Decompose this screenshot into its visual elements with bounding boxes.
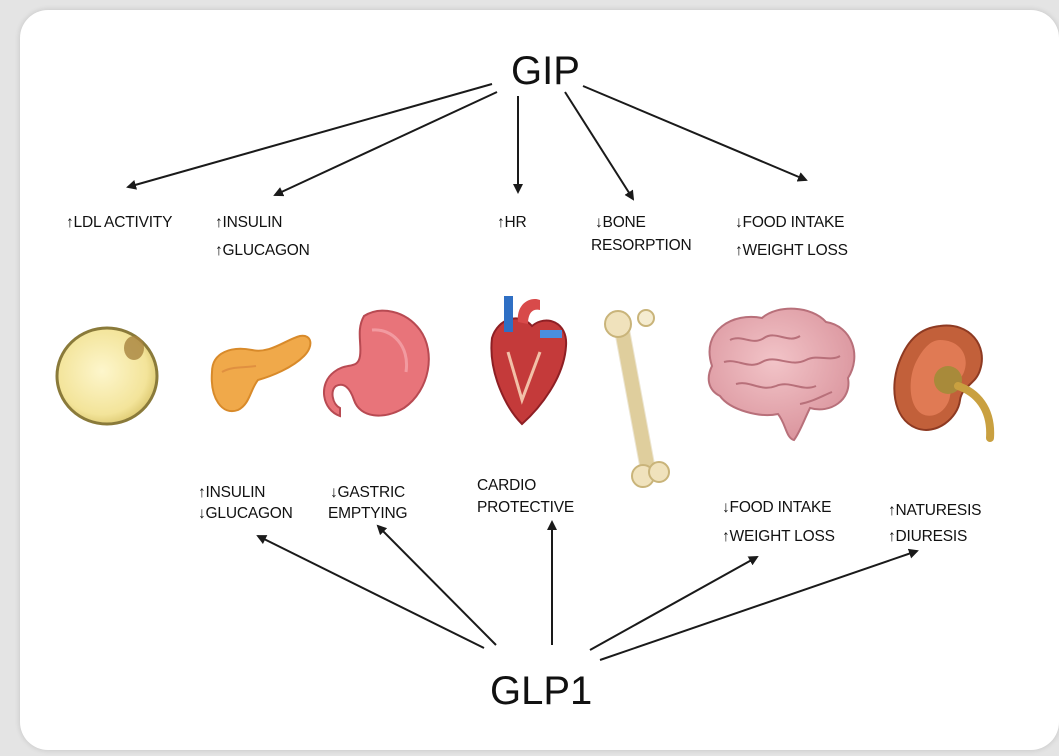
glp1-effect-food: ↓FOOD INTAKE	[722, 499, 831, 516]
gip-effect-insulin: ↑INSULIN	[215, 214, 282, 231]
gip-effect-glucagon: ↑GLUCAGON	[215, 242, 310, 259]
pancreas-icon	[212, 336, 311, 411]
gip-effect-bone-1: ↓BONE	[595, 214, 646, 231]
gip-effect-weight: ↑WEIGHT LOSS	[735, 242, 848, 259]
heart-icon	[491, 296, 566, 424]
gip-arrow-brain	[583, 86, 806, 180]
gip-effect-food: ↓FOOD INTAKE	[735, 214, 844, 231]
glp1-effect-weight: ↑WEIGHT LOSS	[722, 528, 835, 545]
glp1-effect-diuresis: ↑DIURESIS	[888, 528, 967, 545]
glp1-label: GLP1	[490, 669, 592, 713]
glp1-arrow-pancreas	[258, 536, 484, 648]
gip-label: GIP	[511, 49, 580, 93]
glp1-effect-insulin: ↑INSULIN	[198, 484, 265, 501]
gip-effect-bone-2: RESORPTION	[591, 237, 691, 254]
kidney-icon	[894, 326, 990, 438]
bone-icon	[605, 310, 669, 487]
stomach-icon	[324, 311, 429, 416]
gip-arrow-pancreas	[275, 92, 497, 195]
glp1-arrow-kidney	[600, 551, 917, 660]
gip-effect-ldl: ↑LDL ACTIVITY	[66, 214, 172, 231]
brain-icon	[709, 309, 855, 440]
glp1-arrow-brain	[590, 557, 757, 650]
adipocyte-icon	[57, 328, 157, 424]
glp1-effect-naturesis: ↑NATURESIS	[888, 502, 981, 519]
glp1-effect-gastric-2: EMPTYING	[328, 505, 407, 522]
gip-arrows	[128, 84, 806, 199]
glp1-effect-cardio-1: CARDIO	[477, 477, 536, 494]
gip-effect-hr: ↑HR	[497, 214, 527, 231]
glp1-effect-cardio-2: PROTECTIVE	[477, 499, 574, 516]
glp1-effect-gastric-1: ↓GASTRIC	[330, 484, 405, 501]
glp1-effect-glucagon: ↓GLUCAGON	[198, 505, 293, 522]
gip-arrow-ldl	[128, 84, 492, 187]
gip-arrow-bone	[565, 92, 633, 199]
glp1-arrow-stomach	[378, 526, 496, 645]
